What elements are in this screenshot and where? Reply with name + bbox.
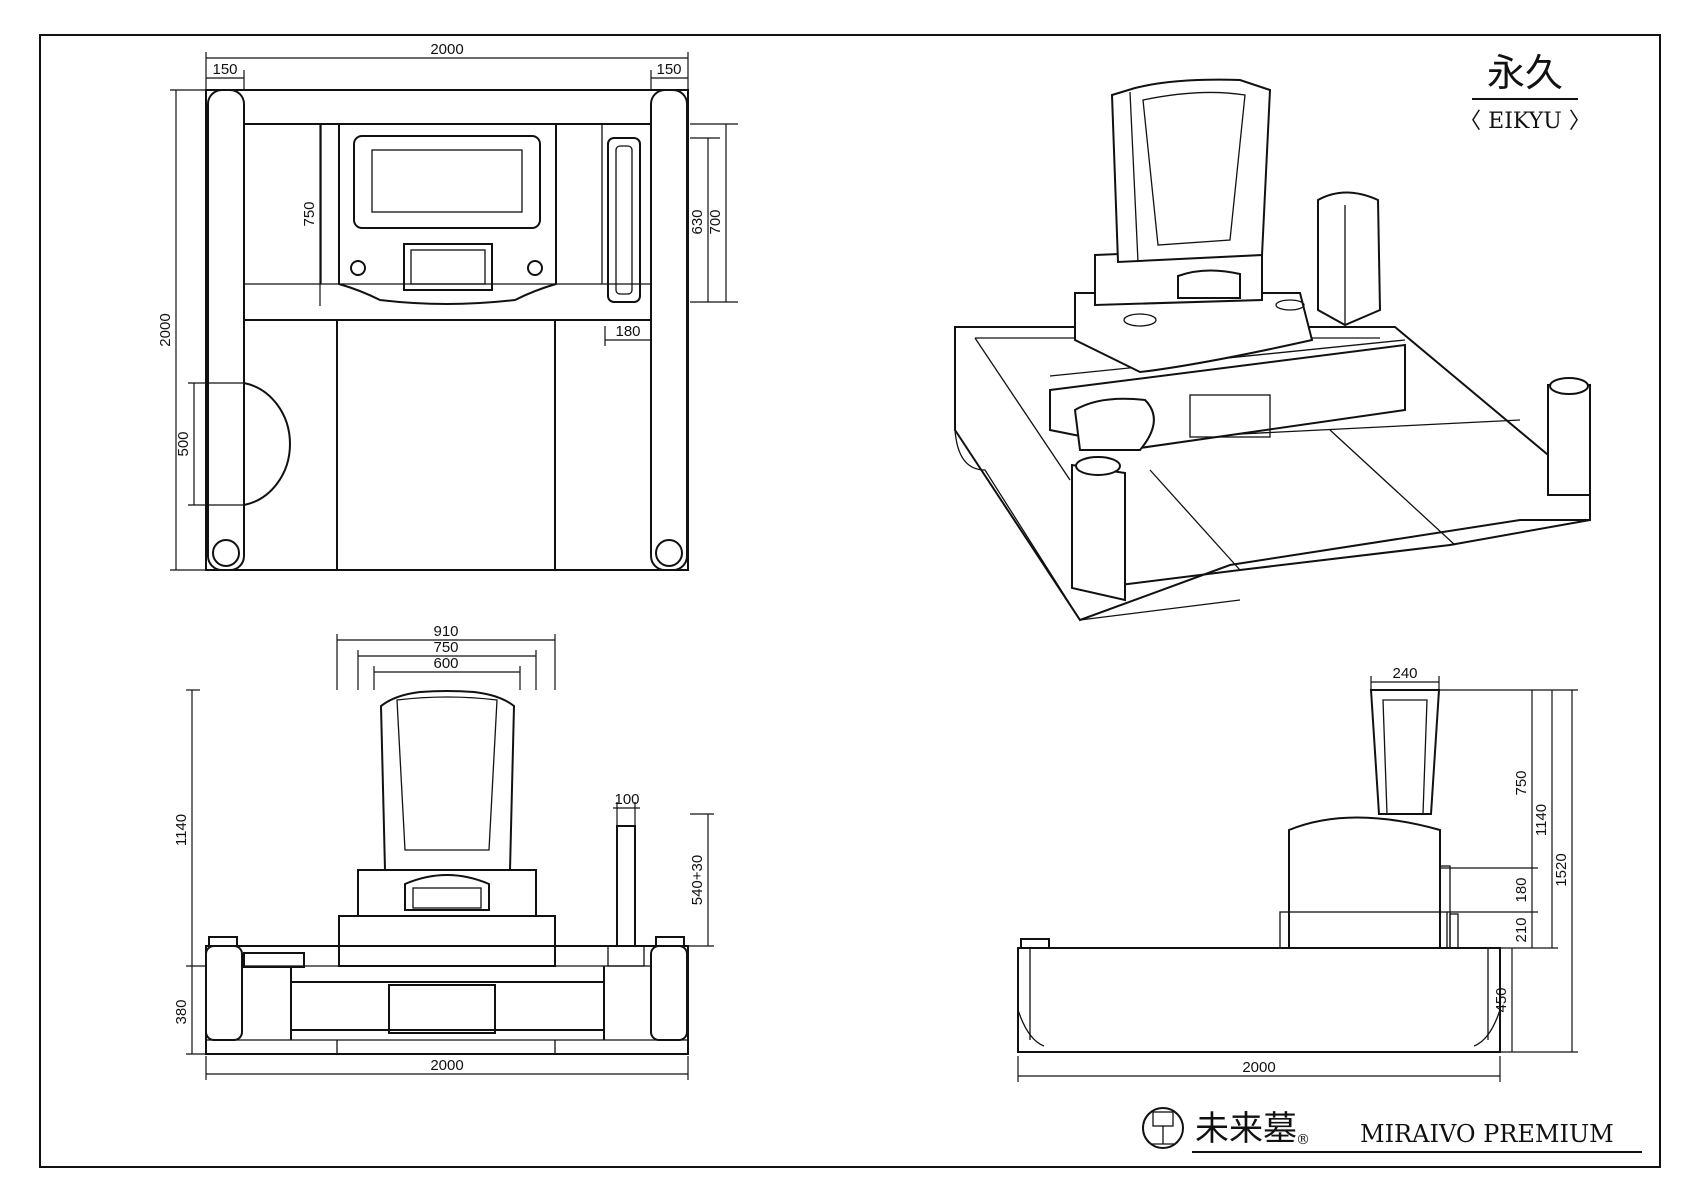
title-kanji: 永久 <box>1487 51 1563 95</box>
title-block: 永久 〈 EIKYU 〉 <box>1459 51 1591 134</box>
persp-incense <box>1177 269 1241 299</box>
persp-bench <box>1073 397 1155 451</box>
plan-view: 2000 150 150 2000 750 630 700 180 500 <box>157 41 738 571</box>
dim-side-width: 100 <box>614 791 639 808</box>
dim-base: 380 <box>173 999 190 1024</box>
perspective-view <box>954 78 1591 622</box>
front-base <box>205 945 689 1055</box>
title-romaji: 〈 EIKYU 〉 <box>1459 109 1591 134</box>
side-stone-body <box>1288 816 1441 949</box>
dim-circle: 500 <box>175 431 192 456</box>
side-stele-inner <box>615 145 633 295</box>
dim-750: 750 <box>433 639 458 656</box>
right-border-stone <box>650 89 688 571</box>
persp-side-stele <box>1317 191 1382 327</box>
dim-180: 180 <box>1513 877 1530 902</box>
dim-630: 630 <box>689 209 706 234</box>
front-incense <box>404 874 490 911</box>
dim-450: 450 <box>1493 987 1510 1012</box>
dim-side-width: 2000 <box>1242 1059 1275 1076</box>
persp-post-right <box>1547 384 1591 496</box>
brand-block: 未来墓 ® MIRAIVO PREMIUM <box>1142 1107 1642 1153</box>
side-stele-plan <box>607 137 641 303</box>
dim-600: 600 <box>433 655 458 672</box>
persp-main-stele <box>1110 78 1272 264</box>
dim-height: 1140 <box>173 814 190 846</box>
main-stone-plan <box>338 123 557 305</box>
dim-1140: 1140 <box>1533 804 1550 836</box>
dim-top: 240 <box>1392 665 1417 682</box>
front-post-left <box>205 945 243 1041</box>
persp-front-edge <box>1079 519 1591 591</box>
front-main-stele <box>379 690 516 871</box>
dim-stone-depth: 750 <box>301 201 318 226</box>
dim-750-side: 750 <box>1513 770 1530 795</box>
top-stone-plan <box>353 135 541 229</box>
dim-910: 910 <box>433 623 458 640</box>
dim-side-height: 540+30 <box>689 855 706 905</box>
dim-border: 180 <box>615 323 640 340</box>
top-stone-inner <box>371 149 523 213</box>
dim-1520: 1520 <box>1553 853 1570 886</box>
brand-kanji: 未来墓 <box>1195 1109 1297 1149</box>
dim-left-edge: 150 <box>212 61 237 78</box>
bench-plan <box>243 382 291 506</box>
persp-outline <box>954 326 1591 622</box>
dim-right-edge: 150 <box>656 61 681 78</box>
front-side-stele <box>616 825 636 947</box>
dim-depth: 2000 <box>157 313 174 346</box>
corner-post-right <box>655 539 683 567</box>
front-plate <box>388 984 496 1034</box>
dim-width: 2000 <box>430 41 463 58</box>
side-top-stele <box>1369 689 1441 815</box>
side-base <box>1017 947 1501 1053</box>
front-step1 <box>338 915 556 967</box>
water-cup-right <box>527 260 543 276</box>
dim-front-width: 2000 <box>430 1057 463 1074</box>
persp-front-plate <box>1189 394 1271 438</box>
corner-post-left <box>212 539 240 567</box>
brand-logo <box>1142 1107 1184 1149</box>
sheet-border <box>39 34 1661 1168</box>
incense-inner-plan <box>410 249 486 285</box>
persp-post-left <box>1071 463 1126 602</box>
front-post-right <box>650 945 688 1041</box>
dim-700: 700 <box>707 209 724 234</box>
brand-reg: ® <box>1296 1132 1310 1148</box>
front-view: 910 750 600 1140 380 100 540+30 2000 <box>173 623 714 1080</box>
side-view: 240 750 180 210 1140 1520 450 2000 <box>1017 665 1578 1082</box>
water-cup-left <box>350 260 366 276</box>
dim-210: 210 <box>1513 917 1530 942</box>
persp-step1 <box>1074 292 1314 374</box>
brand-name: MIRAIVO PREMIUM <box>1360 1120 1614 1148</box>
incense-plan <box>403 243 493 291</box>
left-border-stone <box>207 89 245 571</box>
